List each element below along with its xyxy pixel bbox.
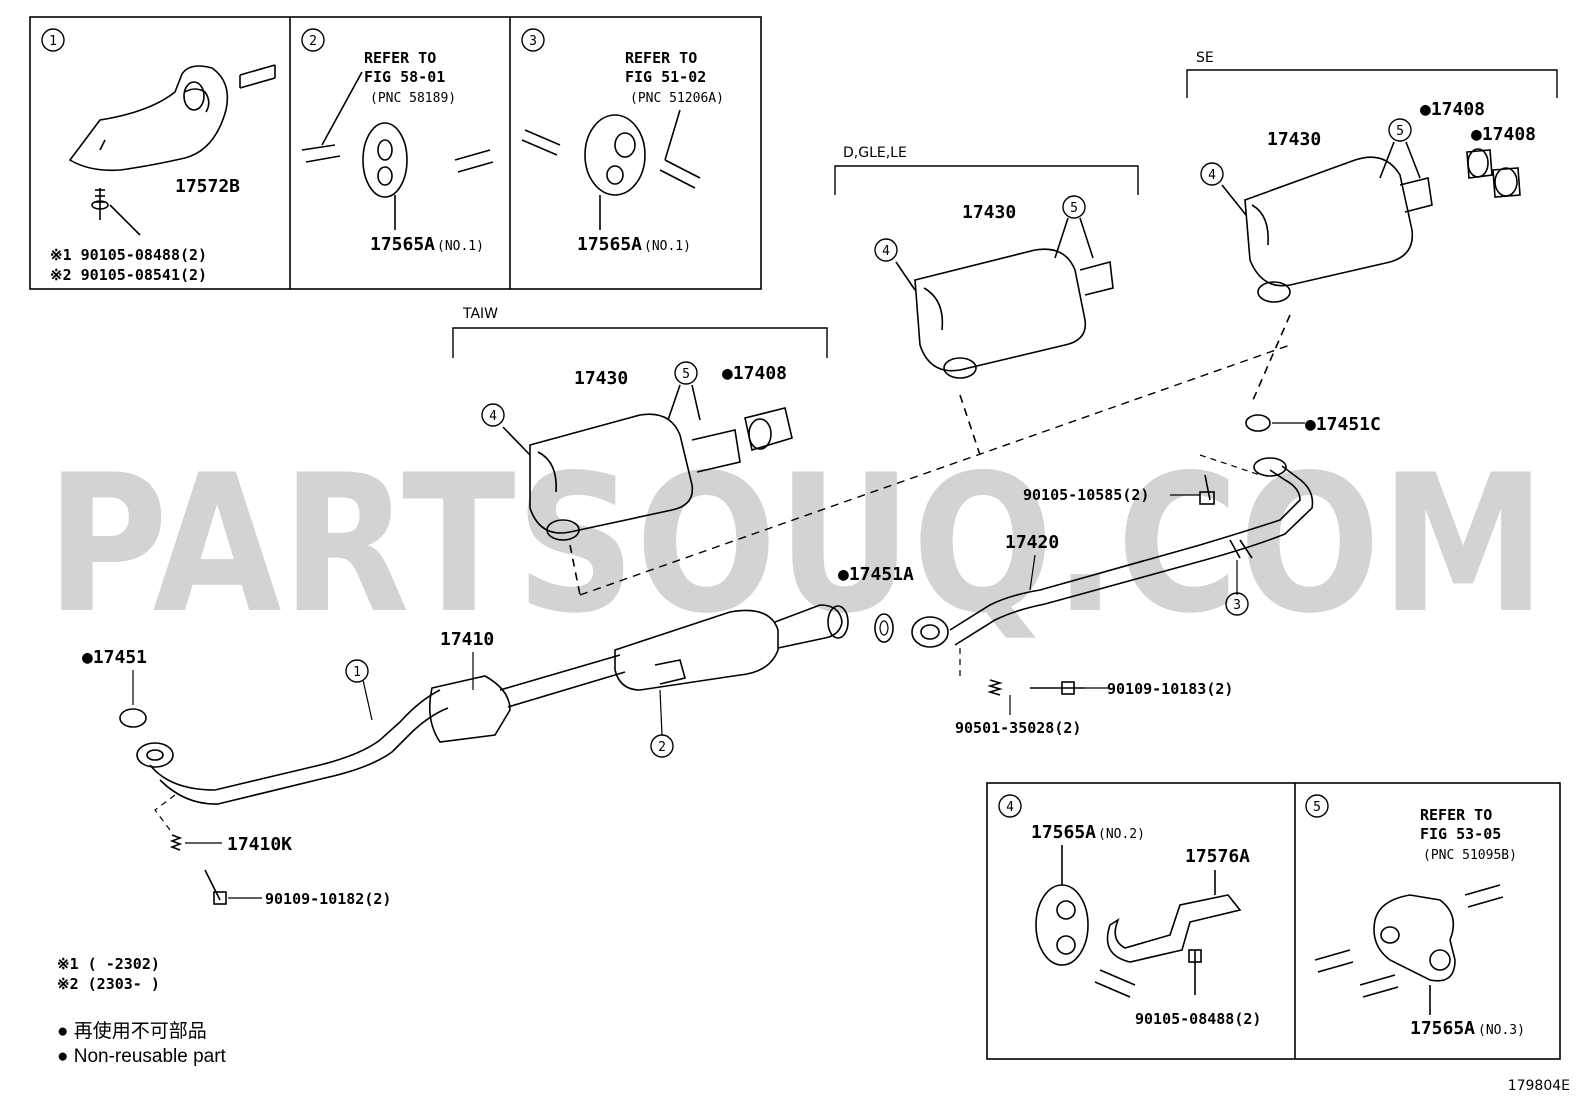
variant-dglele: D,GLE,LE 17430 5 4 (834, 145, 1139, 456)
inset-1: 1 17572B ※1 90105-08488(2) ※2 90105-0854… (41, 28, 276, 284)
part-17565a-no1-b: 17565A (577, 234, 642, 255)
muffler-se-drawing (1221, 141, 1521, 401)
part-17410k: 17410K (227, 834, 292, 855)
part-17565a-no3: 17565A (1410, 1018, 1475, 1039)
part-17430-dglele: 17430 (962, 202, 1016, 223)
inset-3-refer-line-2: FIG 51-02 (625, 68, 706, 86)
part-17430-taiw: 17430 (574, 368, 628, 389)
inset-5: 5 REFER TO FIG 53-05 (PNC 51095B) 17565A… (1305, 794, 1525, 1039)
part-17430-se: 17430 (1267, 129, 1321, 150)
part-17451a: ●17451A (838, 564, 914, 585)
pipe-17420: 17420 3 (911, 457, 1314, 648)
inset-2-refer-line-1: REFER TO (364, 49, 436, 67)
part-90109-10183: 90109-10183(2) (1107, 680, 1233, 698)
part-17565a-no2: 17565A (1031, 822, 1096, 843)
taiw-circle-5: 5 (682, 367, 690, 382)
taiw-circle-4: 4 (489, 409, 497, 424)
muffler-taiw-drawing (502, 384, 793, 596)
part-90105-08488-inset4: 90105-08488(2) (1135, 1010, 1261, 1028)
bracket-17572b-drawing (68, 64, 276, 236)
note-no2: (NO.2) (1098, 827, 1145, 842)
gasket-17451a: ●17451A (838, 564, 914, 643)
se-circle-5: 5 (1396, 124, 1404, 139)
note-serial-2: ※2 (2303- ) (57, 975, 160, 993)
se-circle-4: 4 (1208, 168, 1216, 183)
top-inset-box (29, 16, 762, 290)
inset-3-circle-label: 3 (529, 34, 537, 49)
hanger-17565a-no1-drawing (301, 71, 494, 230)
part-17408-se-2: ●17408 (1471, 124, 1536, 145)
pipe-17410-drawing (136, 604, 849, 805)
part-17451c: ●17451C (1305, 414, 1381, 435)
note-no1-b: (NO.1) (644, 239, 691, 254)
variant-dglele-label: D,GLE,LE (843, 145, 907, 161)
hanger-17565a-no3-drawing (1314, 884, 1504, 1015)
front-flange-hardware: 17410K 90109-10182(2) (154, 794, 391, 908)
part-90105-10585: 90105-10585(2) (1023, 486, 1149, 504)
gasket-17451: ●17451 (82, 647, 147, 728)
pipe-17410: 17410 1 2 (136, 604, 849, 805)
part-90109-10182: 90109-10182(2) (265, 890, 391, 908)
inset-5-refer-line-3: (PNC 51095B) (1423, 848, 1517, 863)
part-17572b: 17572B (175, 176, 240, 197)
inset-1-circle-label: 1 (49, 34, 57, 49)
legend-non-reusable: ● Non-reusable part (57, 1046, 227, 1067)
note-no1-a: (NO.1) (437, 239, 484, 254)
hanger-17565a-inset3-drawing (521, 109, 701, 230)
inset-5-circle-label: 5 (1313, 800, 1321, 815)
note-no3: (NO.3) (1478, 1023, 1525, 1038)
bolt-90105-10585: 90105-10585(2) (1023, 454, 1261, 505)
main-circle-3: 3 (1233, 598, 1241, 613)
inset-2-refer-line-3: (PNC 58189) (370, 91, 456, 106)
part-17451: ●17451 (82, 647, 147, 668)
part-17408-taiw: ●17408 (722, 363, 787, 384)
part-17408-se-1: ●17408 (1420, 99, 1485, 120)
dglele-circle-4: 4 (882, 244, 890, 259)
main-circle-1: 1 (353, 665, 361, 680)
variant-taiw-label: TAIW (462, 306, 498, 322)
inset-5-refer-line-2: FIG 53-05 (1420, 825, 1501, 843)
inset-2: 2 REFER TO FIG 58-01 (PNC 58189) 17565A … (301, 28, 494, 255)
note-serial-1: ※1 ( -2302) (57, 955, 160, 973)
watermark: PARTSOUQ.COM (46, 434, 1546, 655)
part-17420: 17420 (1005, 532, 1059, 553)
inset-2-circle-label: 2 (309, 34, 317, 49)
variant-se-label: SE (1196, 50, 1214, 66)
dglele-circle-5: 5 (1070, 201, 1078, 216)
inset-4: 4 17565A (NO.2) 17576A 90105-08488(2) (998, 794, 1261, 1028)
inset-3-refer-line-1: REFER TO (625, 49, 697, 67)
inset-3: 3 REFER TO FIG 51-02 (PNC 51206A) 17565A… (521, 28, 724, 255)
bolt-90105-08541: ※2 90105-08541(2) (50, 266, 207, 284)
flange-hardware-17420: 90109-10183(2) 90501-35028(2) (955, 648, 1233, 737)
inset-5-refer-line-1: REFER TO (1420, 806, 1492, 824)
part-17576a: 17576A (1185, 846, 1250, 867)
main-circle-2: 2 (658, 740, 666, 755)
variant-se: SE 17430 5 4 ●17408 ●17408 (1186, 50, 1558, 401)
part-17410: 17410 (440, 629, 494, 650)
inset-4-circle-label: 4 (1006, 800, 1014, 815)
gasket-17451c: ●17451C (1245, 414, 1381, 435)
inset-3-refer-line-3: (PNC 51206A) (630, 91, 724, 106)
muffler-dglele-drawing (895, 217, 1114, 456)
figure-number: 179804E (1508, 1078, 1570, 1094)
bolt-90105-08488: ※1 90105-08488(2) (50, 246, 207, 264)
pipe-17420-drawing (911, 457, 1314, 648)
inset-2-refer-line-2: FIG 58-01 (364, 68, 445, 86)
bottom-inset-box (986, 782, 1561, 1060)
legend-japanese: ● 再使用不可部品 (57, 1020, 207, 1042)
part-90501-35028: 90501-35028(2) (955, 719, 1081, 737)
part-17565a-no1-a: 17565A (370, 234, 435, 255)
hanger-17565a-no2-drawing (1035, 845, 1242, 998)
variant-taiw: TAIW 17430 5 4 ●17408 (452, 306, 828, 596)
